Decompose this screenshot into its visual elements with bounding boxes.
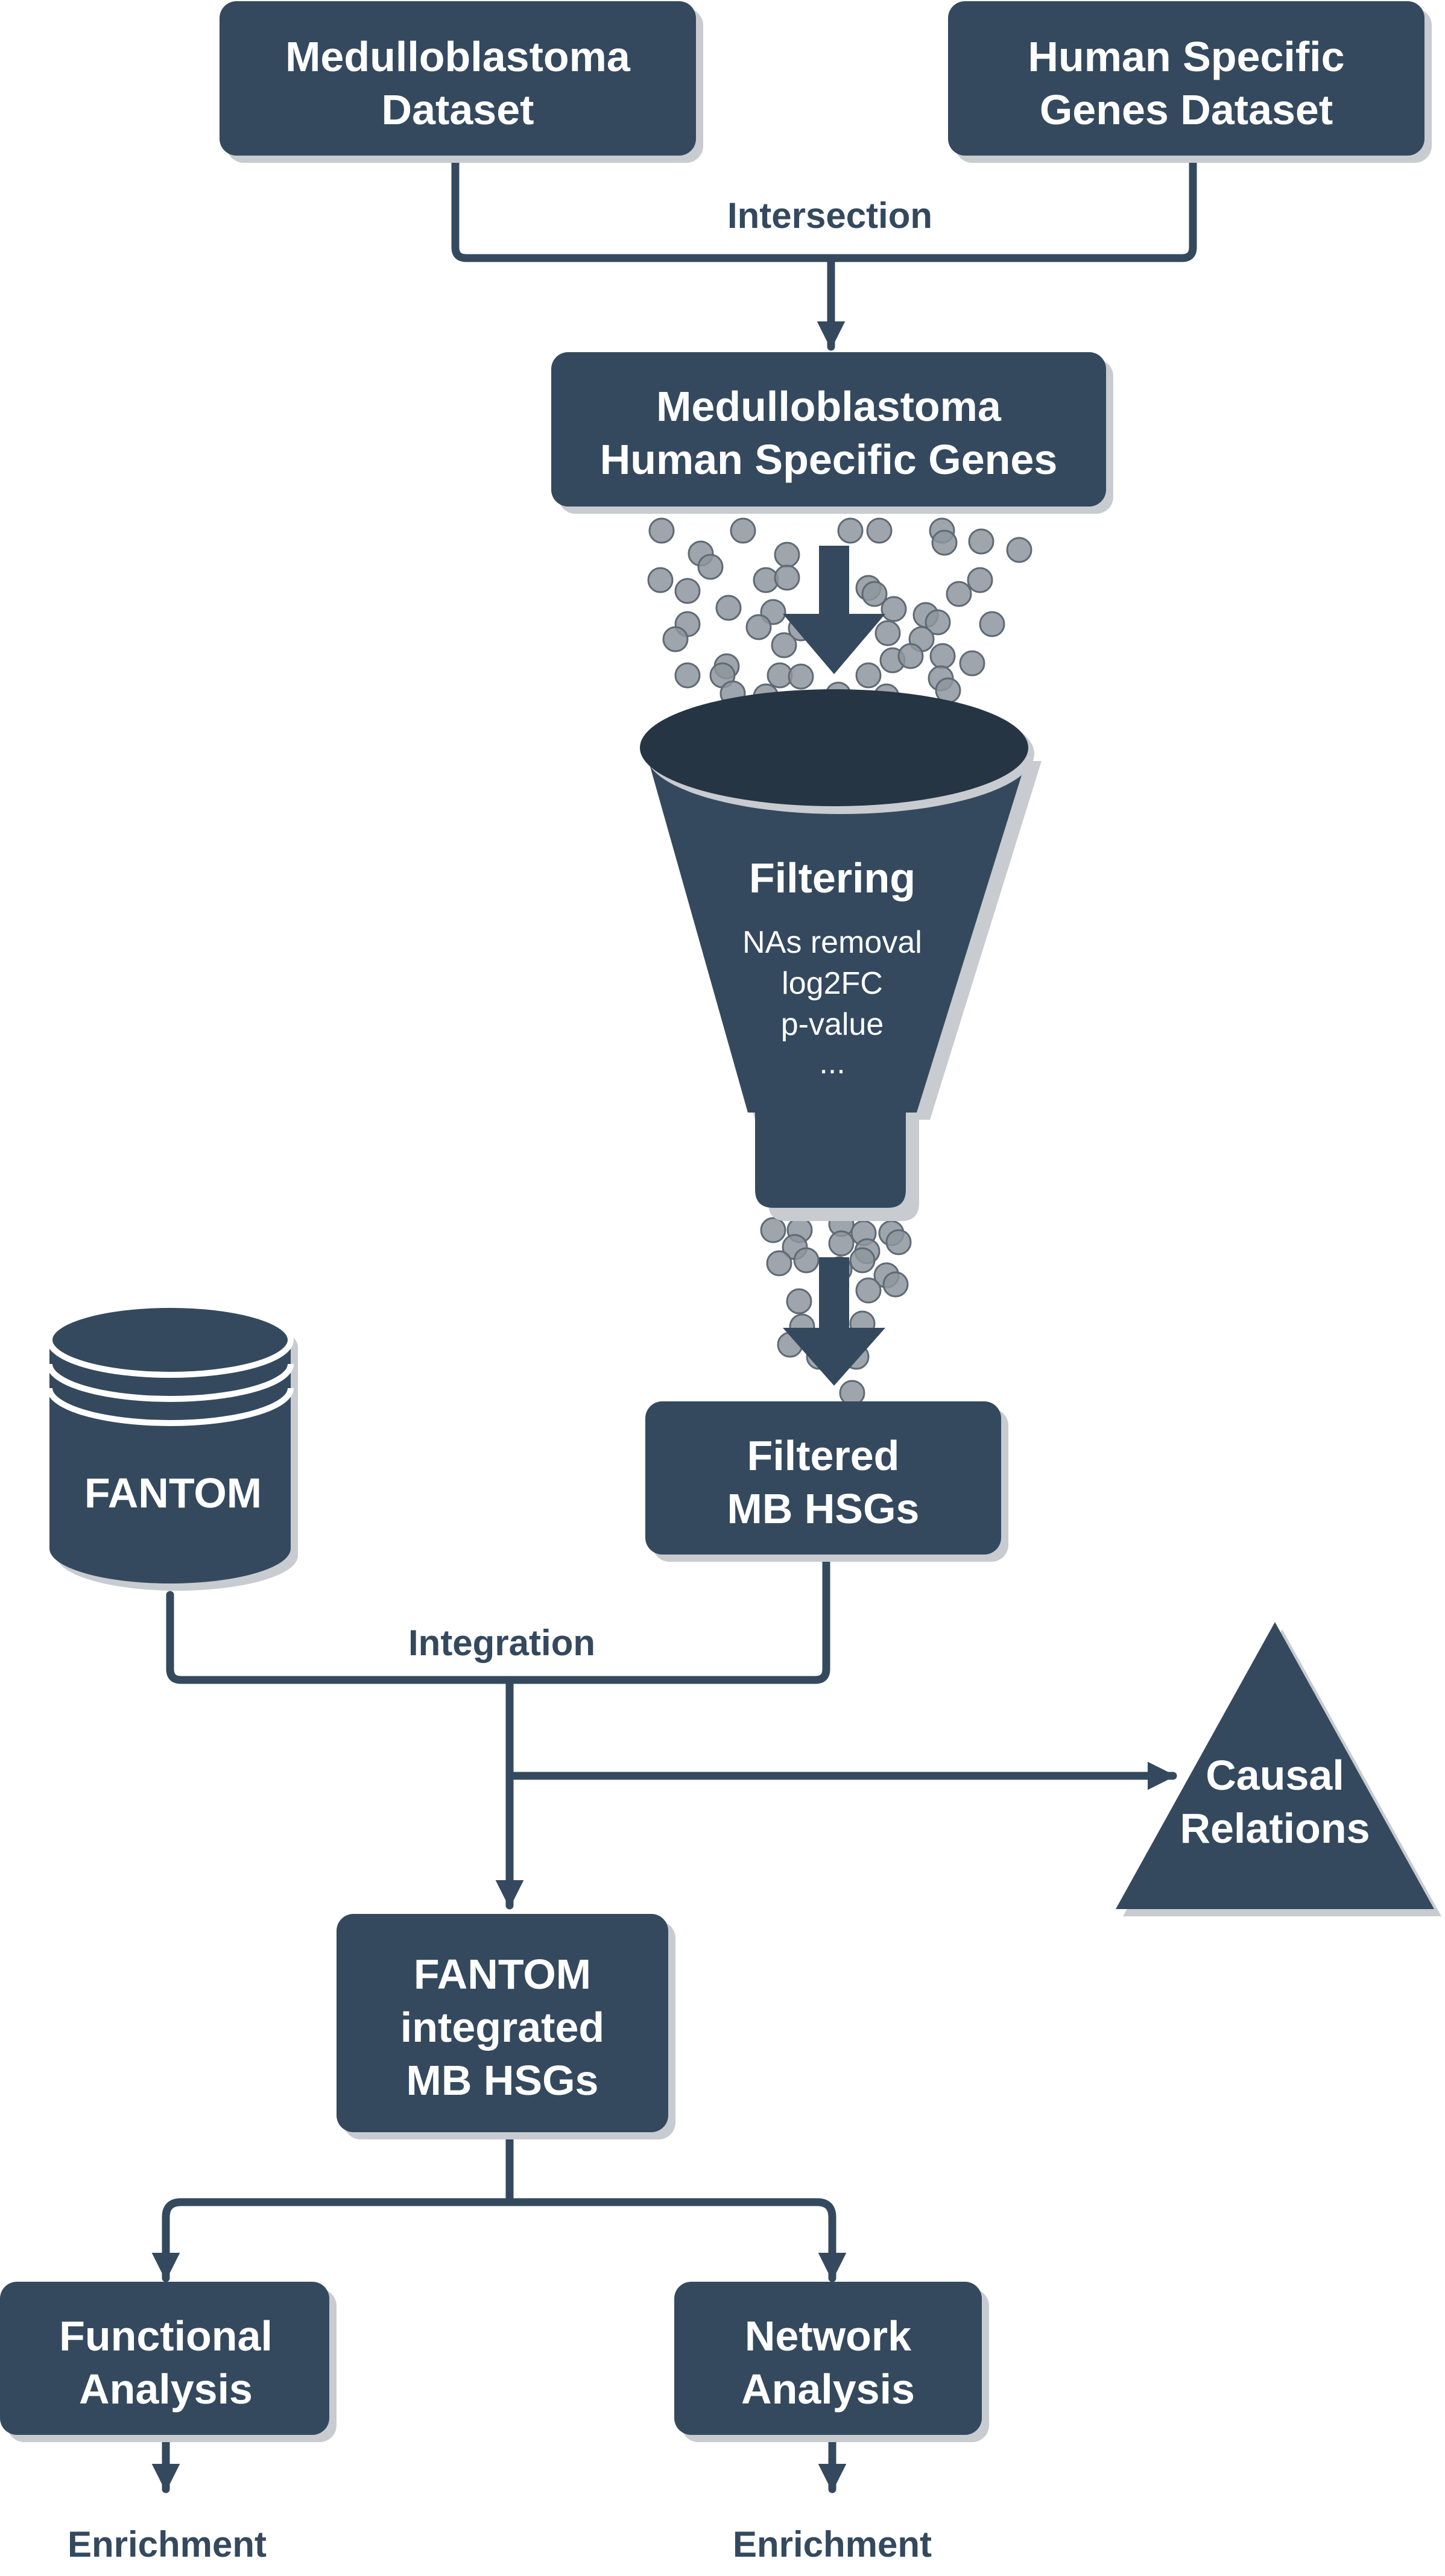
gene-particle xyxy=(929,643,956,669)
fantom-label: FANTOM xyxy=(84,1470,262,1517)
fantom-integrated-line-1: FANTOM xyxy=(414,1951,591,1998)
intersection-label: Intersection xyxy=(727,195,932,236)
enrichment-left-label: Enrichment xyxy=(68,2524,267,2565)
filtering-item-ellipsis: ... xyxy=(819,1046,845,1081)
mb-hsg-line-1: Medulloblastoma xyxy=(656,383,1002,430)
gene-particle xyxy=(647,567,674,593)
gene-particle xyxy=(979,611,1005,637)
human-specific-genes-dataset-node: Human Specific Genes Dataset xyxy=(948,1,1432,163)
gene-particle xyxy=(931,529,958,556)
mb-hsg-line-2: Human Specific Genes xyxy=(600,436,1058,483)
gene-particle xyxy=(674,578,701,604)
gene-particle xyxy=(855,1277,882,1304)
fantom-integrated-line-3: MB HSGs xyxy=(406,2057,599,2104)
filtering-title: Filtering xyxy=(749,854,915,901)
fantom-database-icon: FANTOM xyxy=(46,1302,298,1591)
functional-analysis-node: Functional Analysis xyxy=(0,2282,337,2442)
gene-particle xyxy=(967,567,993,593)
gene-particle xyxy=(874,620,901,646)
gene-particle xyxy=(771,632,797,658)
filtering-item-nas-removal: NAs removal xyxy=(742,925,922,960)
gene-particle xyxy=(774,541,800,568)
network-analysis-line-2: Analysis xyxy=(741,2366,915,2413)
gene-particle xyxy=(849,1247,876,1274)
integration-connector xyxy=(166,1550,830,1684)
gene-particle xyxy=(715,595,742,621)
causal-relations-line-2: Relations xyxy=(1180,1805,1370,1852)
filtered-mb-hsgs-line-1: Filtered xyxy=(747,1432,900,1479)
gene-particle xyxy=(861,581,888,607)
filtered-mb-hsgs-line-2: MB HSGs xyxy=(727,1485,920,1532)
flow-arrow-into-funnel xyxy=(783,546,885,674)
causal-relations-line-1: Causal xyxy=(1206,1752,1344,1799)
gene-particle xyxy=(897,643,924,669)
filtering-item-log2fc: log2FC xyxy=(782,966,883,1001)
human-specific-genes-dataset-line-1: Human Specific xyxy=(1028,33,1344,80)
network-analysis-node: Network Analysis xyxy=(674,2282,989,2442)
integration-label: Integration xyxy=(408,1623,595,1663)
gene-particle xyxy=(959,650,985,677)
functional-analysis-arrow xyxy=(151,2198,514,2282)
gene-particle xyxy=(925,609,951,636)
filtering-funnel: Filtering NAs removal log2FC p-value ... xyxy=(640,689,1042,1221)
gene-particle xyxy=(793,1247,820,1274)
fantom-integrated-line-2: integrated xyxy=(400,2004,604,2051)
gene-particle xyxy=(881,596,907,622)
causal-relations-node: Causal Relations xyxy=(1116,1622,1441,1916)
gene-particle xyxy=(946,581,972,607)
human-specific-genes-dataset-line-2: Genes Dataset xyxy=(1040,86,1333,133)
gene-particle xyxy=(788,663,814,690)
gene-particle xyxy=(662,626,689,652)
gene-particle xyxy=(766,1250,792,1277)
gene-particle xyxy=(745,614,772,640)
gene-particle xyxy=(968,528,994,555)
functional-analysis-line-1: Functional xyxy=(59,2312,273,2360)
gene-particle xyxy=(760,1217,786,1243)
mb-human-specific-genes-node: Medulloblastoma Human Specific Genes xyxy=(551,352,1113,514)
medulloblastoma-dataset-line-1: Medulloblastoma xyxy=(285,33,631,80)
gene-particle xyxy=(730,517,756,544)
enrichment-right-label: Enrichment xyxy=(733,2524,932,2565)
gene-particle xyxy=(855,662,882,689)
flow-arrow-out-of-funnel xyxy=(783,1257,885,1386)
gene-particle xyxy=(774,564,800,591)
gene-particle xyxy=(882,1271,909,1298)
gene-particle xyxy=(885,1229,912,1255)
gene-particle xyxy=(1006,537,1032,563)
gene-particle xyxy=(786,1288,812,1315)
intersection-connector xyxy=(451,154,1197,262)
gene-particle xyxy=(674,662,701,689)
functional-analysis-line-2: Analysis xyxy=(79,2366,253,2413)
gene-particle xyxy=(866,517,893,544)
gene-particle xyxy=(837,517,864,544)
filtering-item-p-value: p-value xyxy=(781,1007,884,1042)
gene-particles-top xyxy=(647,517,1032,725)
gene-particle xyxy=(828,1230,855,1257)
fantom-integrated-mb-hsgs-node: FANTOM integrated MB HSGs xyxy=(337,1914,675,2139)
network-analysis-arrow xyxy=(505,2198,847,2282)
medulloblastoma-dataset-node: Medulloblastoma Dataset xyxy=(220,1,703,163)
gene-particle xyxy=(648,517,675,544)
medulloblastoma-dataset-line-2: Dataset xyxy=(382,86,534,133)
network-analysis-line-1: Network xyxy=(745,2312,911,2360)
gene-particle xyxy=(697,554,724,580)
filtered-mb-hsgs-node: Filtered MB HSGs xyxy=(645,1401,1008,1562)
